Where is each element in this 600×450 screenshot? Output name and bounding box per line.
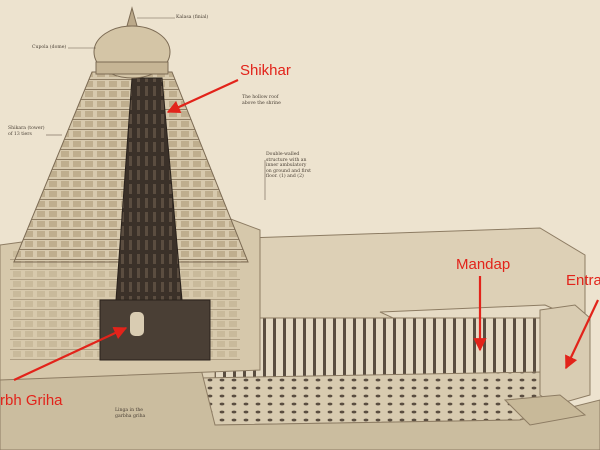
shrine-cutaway bbox=[99, 299, 211, 361]
annotation-cupola: Cupola (dome) bbox=[32, 45, 67, 50]
annotation-shikara-tiers: Shikara (tower) of 13 tiers bbox=[8, 126, 45, 137]
linga bbox=[130, 312, 144, 336]
cupola-base bbox=[95, 61, 169, 75]
label-garbh-griha: rbh Griha bbox=[0, 392, 63, 409]
mandap-colonnade bbox=[214, 317, 541, 381]
label-entrance: Entra bbox=[566, 272, 600, 289]
annotation-double-walled: Double-walled structure with an inner am… bbox=[266, 152, 311, 180]
label-mandap: Mandap bbox=[456, 256, 511, 273]
entrance-steps bbox=[503, 394, 587, 426]
arrow-garbh-griha bbox=[13, 327, 128, 381]
annotation-kalasa: Kalasa (finial) bbox=[176, 15, 209, 20]
annotation-hollow-roof: The hollow roof above the shrine bbox=[242, 95, 281, 106]
entrance-block bbox=[539, 304, 591, 406]
arrow-shikhar bbox=[166, 78, 239, 114]
kalasa-finial bbox=[126, 6, 138, 27]
arrow-entrance bbox=[565, 299, 599, 370]
annotation-linga: Linga in the garbha griha bbox=[115, 408, 146, 419]
label-shikhar: Shikhar bbox=[240, 62, 291, 79]
